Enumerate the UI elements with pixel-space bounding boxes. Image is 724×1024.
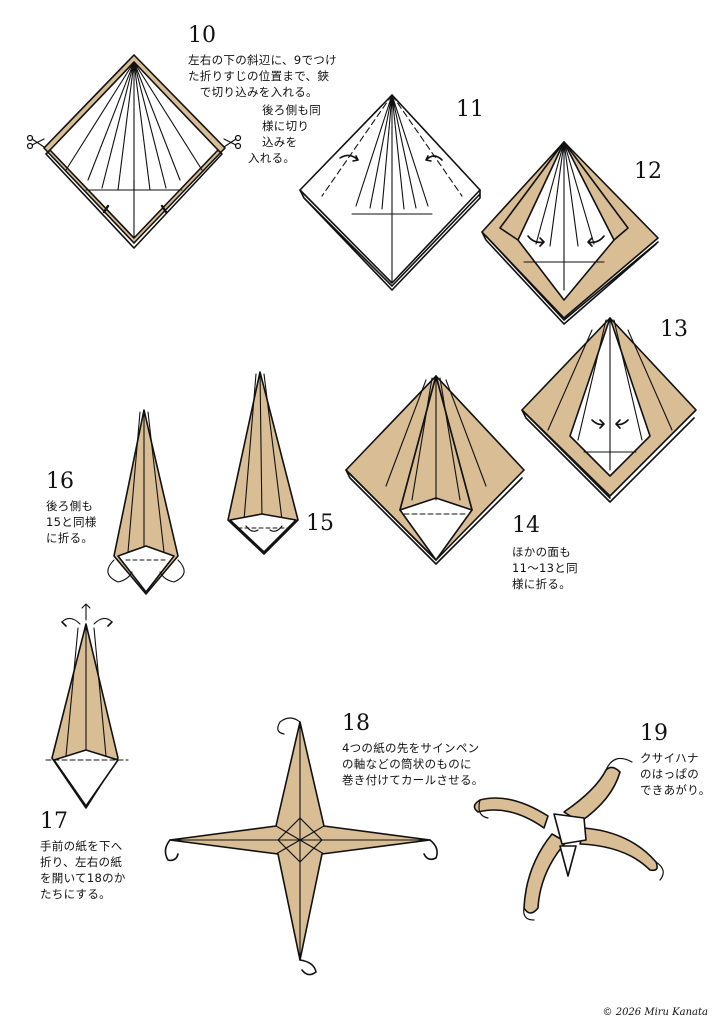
step-15-number: 15: [306, 511, 334, 536]
scissors-icon: [223, 134, 242, 150]
step-18-text-3: 巻き付けてカールさせる。: [342, 773, 484, 787]
scissors-icon: [26, 134, 45, 150]
step-18-number: 18: [342, 711, 370, 736]
copyright: © 2026 Miru Kanata: [602, 1007, 708, 1018]
step-18-text-1: 4つの紙の先をサインペン: [342, 741, 480, 755]
step-19-text-3: できあがり。: [640, 783, 711, 797]
step-19-number: 19: [640, 721, 668, 746]
step-10-text-4: 後ろ側も同: [262, 103, 321, 117]
step-15-figure: [227, 371, 299, 555]
step-10-text-5: 様に切り: [262, 119, 310, 133]
step-17-figure: [45, 603, 129, 809]
step-11-figure: [299, 94, 481, 291]
step-10-text-6: 込みを: [262, 135, 298, 149]
step-13-figure: [521, 317, 697, 503]
step-16-text-3: に折る。: [46, 531, 94, 545]
step-17-text-2: 折り、左右の紙: [40, 855, 123, 869]
step-19-text-2: のはっぱの: [640, 767, 699, 781]
step-16-text-1: 後ろ側も: [46, 499, 94, 513]
step-14-text-1: ほかの面も: [512, 545, 571, 559]
step-12-figure: [481, 141, 659, 325]
step-14-text-3: 様に折る。: [512, 577, 571, 591]
step-18-text-2: の軸などの筒状のものに: [342, 757, 472, 771]
step-12-number: 12: [634, 159, 662, 184]
step-16-figure: [107, 409, 185, 595]
step-16-text-2: 15と同様: [46, 515, 97, 529]
step-13-number: 13: [660, 317, 688, 342]
step-19-figure: [473, 757, 664, 921]
step-19-text-1: クサイハナ: [640, 751, 699, 765]
step-10-text-2: た折りすじの位置まで、鋏: [188, 69, 330, 83]
step-17-text-3: を開いて18のか: [40, 871, 126, 885]
step-11-number: 11: [456, 97, 484, 122]
step-10-number: 10: [188, 23, 216, 48]
step-14-number: 14: [512, 513, 540, 538]
step-16-number: 16: [46, 469, 74, 494]
step-14-figure: [345, 375, 525, 565]
step-18-figure: [164, 717, 438, 976]
step-17-text-4: たちにする。: [40, 887, 111, 901]
step-10-text-7: 入れる。: [248, 151, 296, 165]
step-17-number: 17: [40, 809, 68, 834]
step-17-text-1: 手前の紙を下へ: [40, 839, 123, 853]
step-10-figure: [26, 54, 242, 249]
step-10-text-3: で切り込みを入れる。: [188, 85, 318, 99]
step-10-text-1: 左右の下の斜辺に、9でつけ: [188, 53, 337, 67]
step-14-text-2: 11〜13と同: [512, 561, 578, 575]
